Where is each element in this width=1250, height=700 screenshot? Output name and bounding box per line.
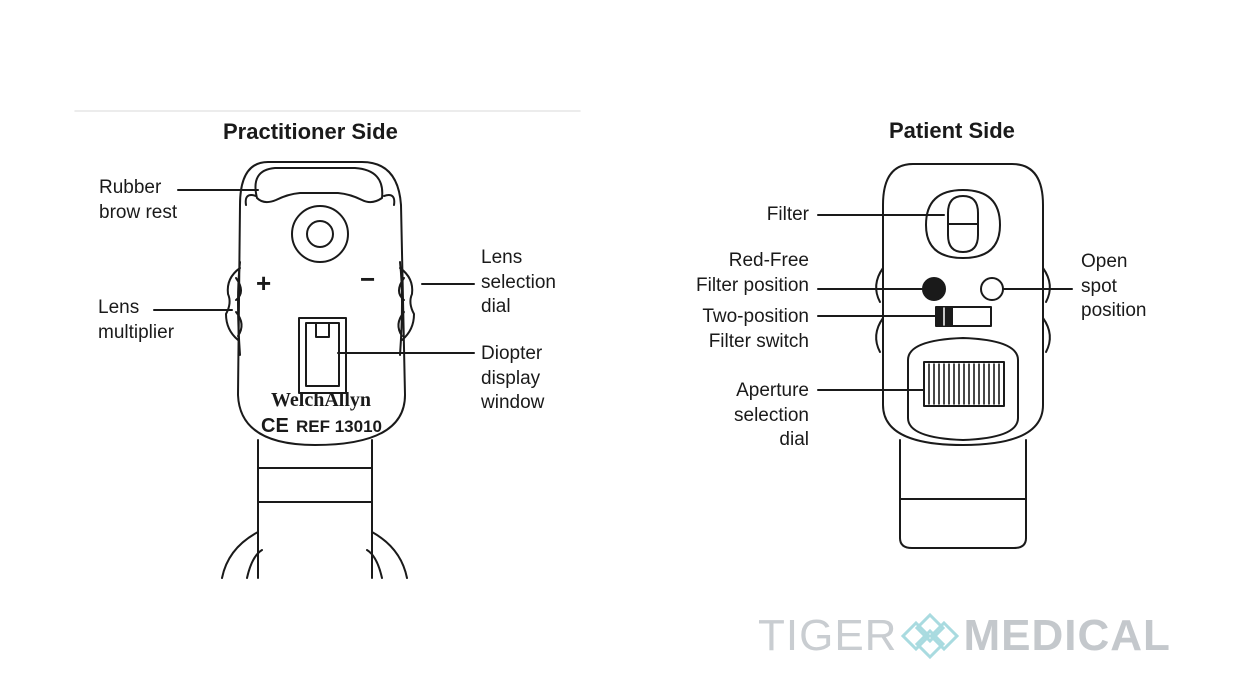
- filter-outer: [925, 189, 1001, 259]
- filter-inner: [947, 195, 979, 253]
- label-filter: Filter: [766, 204, 809, 225]
- watermark-medical: MEDICAL: [963, 611, 1171, 660]
- diopter-window-frame: [298, 317, 347, 394]
- ce-mark: CE: [261, 415, 289, 437]
- brow-rest: [254, 167, 384, 204]
- diopter-window-inner: [305, 322, 340, 387]
- patient-neck-bottom: [899, 537, 1027, 549]
- head-body: [237, 161, 406, 446]
- lens-selection-dial: [397, 261, 415, 356]
- handle-collar: [246, 549, 383, 579]
- label-lens-dial: Lens selection dial: [481, 247, 556, 317]
- ref-text: REF 13010: [296, 417, 382, 436]
- tiger-medical-logo-icon: [901, 612, 960, 660]
- open-spot-dot: [980, 277, 1004, 301]
- aperture-dial-ribs: [928, 363, 1000, 405]
- lens-multiplier-dial: [225, 261, 243, 356]
- aperture-dial: [923, 361, 1005, 407]
- plus-sign: +: [256, 268, 271, 298]
- label-red-free: Red-Free Filter position: [696, 250, 809, 296]
- label-brow-rest: Rubber brow rest: [99, 177, 178, 223]
- aperture-dial-ring: [907, 337, 1019, 441]
- patient-title: Patient Side: [889, 118, 1015, 143]
- sight-inner: [306, 220, 334, 248]
- diopter-window-digit: [315, 322, 330, 338]
- practitioner-title: Practitioner Side: [223, 119, 398, 144]
- practitioner-device: [221, 161, 415, 579]
- minus-sign: −: [360, 264, 375, 294]
- handle-flare: [221, 531, 408, 579]
- brand-text: WelchAllyn: [271, 389, 371, 411]
- neck: [257, 439, 373, 579]
- label-lens-multiplier: Lens multiplier: [98, 297, 175, 343]
- label-open-spot: Open spot position: [1081, 251, 1147, 321]
- tiger-medical-watermark: TIGER MEDICAL: [758, 608, 1171, 664]
- label-two-position: Two-position Filter switch: [702, 306, 809, 352]
- label-aperture: Aperture selection dial: [734, 380, 809, 450]
- patient-neck: [899, 439, 1027, 539]
- patient-device: [875, 163, 1051, 549]
- sight-outer: [291, 205, 349, 263]
- label-diopter: Diopter display window: [481, 343, 545, 413]
- shoulder-bumps: [244, 194, 396, 206]
- patient-head-body: [882, 163, 1044, 446]
- watermark-tiger: TIGER: [758, 611, 898, 660]
- patient-left-bumps: [875, 267, 884, 353]
- red-free-dot: [922, 277, 946, 301]
- patient-right-bumps: [1042, 267, 1051, 353]
